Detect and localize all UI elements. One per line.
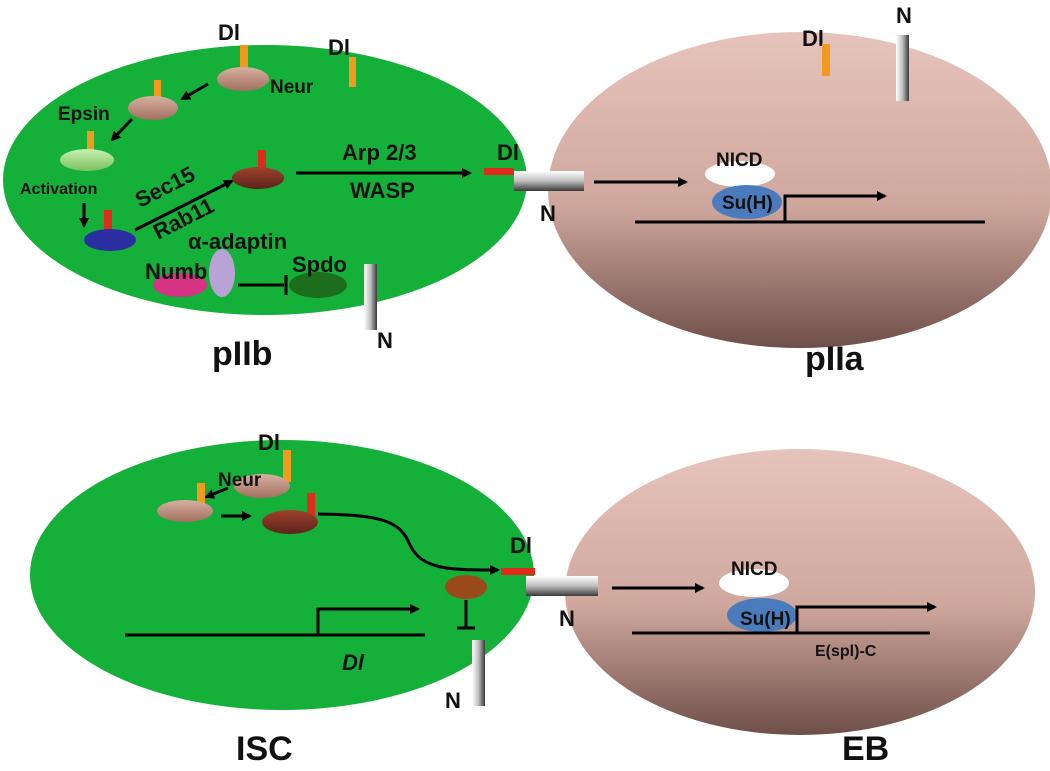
- active-delta: [501, 568, 535, 575]
- eb-cell: [565, 449, 1035, 735]
- recycling-endosome: [232, 167, 284, 189]
- endocytic-vesicle: [128, 96, 178, 120]
- delta-ligand: [154, 80, 161, 102]
- alpha-adaptin: [209, 249, 235, 297]
- n-label: N: [377, 328, 393, 353]
- piia-cell-label: pIIa: [805, 340, 865, 378]
- nicd: [705, 161, 775, 187]
- top-panel: Dl Neur Dl Epsin Activation Sec15 Rab11: [3, 3, 1050, 378]
- active-delta: [484, 168, 514, 175]
- neur-vesicle: [234, 474, 290, 498]
- dl-label: Dl: [510, 533, 532, 558]
- piib-cell-label: pIIb: [212, 335, 272, 373]
- espl-label: E(spl)-C: [815, 643, 877, 660]
- trafficking-arrow: [317, 512, 500, 575]
- transcription-arrow: [316, 604, 420, 635]
- nicd: [719, 569, 789, 597]
- dl-label: Dl: [497, 140, 519, 165]
- notch-receptor: [364, 264, 377, 330]
- transcription-arrow: [783, 191, 887, 222]
- endocytosis-arrow: [180, 82, 209, 101]
- delta-ligand: [87, 131, 94, 153]
- suh-label: Su(H): [740, 609, 791, 630]
- dl-label: Dl: [328, 35, 350, 60]
- endocytic-vesicle: [157, 500, 213, 522]
- notch-receptor: [896, 35, 909, 101]
- arp23-label: Arp 2/3: [342, 140, 417, 165]
- active-delta: [104, 210, 112, 236]
- dl-gene-label: Dl: [342, 650, 365, 675]
- transcription-arrow: [795, 602, 937, 633]
- endocytosis-arrow: [204, 486, 229, 499]
- recycling-endosome: [262, 510, 318, 534]
- activation-label: Activation: [20, 181, 97, 198]
- isc-cell: [30, 440, 534, 710]
- delta-ligand: [349, 57, 356, 87]
- active-delta: [258, 150, 266, 176]
- n-label: N: [559, 606, 575, 631]
- dl-label: Dl: [218, 20, 240, 45]
- isc-cell-label: ISC: [236, 730, 293, 768]
- wasp-label: WASP: [350, 178, 415, 203]
- notch-receptor: [514, 171, 584, 191]
- spdo-label: Spdo: [292, 252, 347, 277]
- spdo: [289, 272, 347, 298]
- piia-cell: [548, 32, 1050, 348]
- numb-label: Numb: [145, 259, 207, 284]
- delta-ligand: [283, 450, 291, 482]
- neur-vesicle: [217, 67, 269, 91]
- neur-label: Neur: [270, 77, 314, 98]
- eb-cell-label: EB: [842, 730, 889, 768]
- epsin-arrow: [110, 117, 134, 142]
- neur-label: Neur: [218, 470, 262, 491]
- dl-label: Dl: [258, 430, 280, 455]
- suh: [712, 185, 782, 219]
- cis-inhibitor: [445, 575, 487, 599]
- dl-label: Dl: [802, 26, 824, 51]
- epsin-label: Epsin: [58, 104, 110, 125]
- n-label: N: [896, 3, 912, 28]
- nicd-label: NICD: [716, 150, 762, 171]
- suh: [727, 598, 797, 632]
- recycling-vesicle: [84, 229, 136, 251]
- n-label: N: [540, 201, 556, 226]
- alpha-adaptin-label: α-adaptin: [188, 229, 287, 254]
- notch-receptor: [526, 576, 598, 596]
- recycling-arrow: [134, 179, 234, 232]
- delta-ligand: [240, 45, 248, 73]
- active-delta: [307, 493, 315, 523]
- delta-ligand: [822, 44, 830, 76]
- epsin-vesicle: [60, 149, 114, 171]
- n-label: N: [445, 688, 461, 713]
- bottom-panel: Dl Neur Dl N N Dl NICD Su(H): [30, 430, 1035, 768]
- nicd-label: NICD: [731, 559, 777, 580]
- notch-receptor: [472, 640, 485, 706]
- suh-label: Su(H): [722, 193, 773, 214]
- numb: [153, 273, 207, 297]
- delta-ligand: [197, 483, 205, 511]
